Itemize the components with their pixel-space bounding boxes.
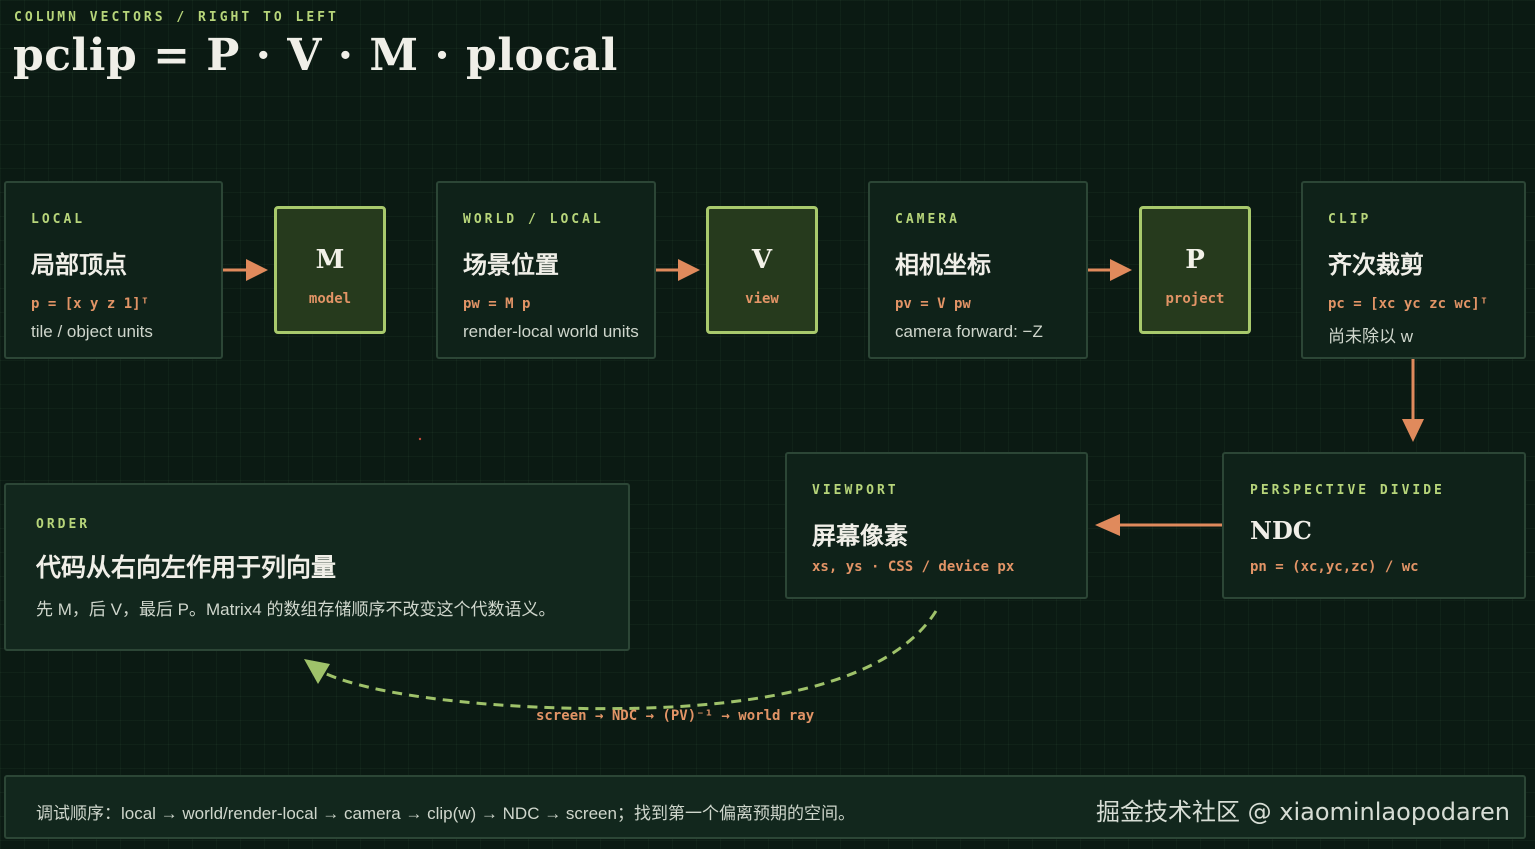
stage-title: 相机坐标 bbox=[895, 250, 991, 279]
stage-card-local: LOCAL 局部顶点 p = [x y z 1]ᵀ tile / object … bbox=[4, 181, 223, 359]
stage-card-viewport: VIEWPORT 屏幕像素 xs, ys · CSS / device px bbox=[785, 452, 1088, 599]
order-kicker: ORDER bbox=[36, 517, 91, 532]
operator-label: project bbox=[1165, 291, 1225, 307]
stage-title: 场景位置 bbox=[463, 250, 559, 279]
order-title: 代码从右向左作用于列向量 bbox=[36, 553, 337, 582]
stage-card-camera: CAMERA 相机坐标 pv = V pw camera forward: −Z bbox=[868, 181, 1088, 359]
stage-formula: xs, ys · CSS / device px bbox=[812, 559, 1015, 575]
diagram-subtitle: COLUMN VECTORS / RIGHT TO LEFT bbox=[14, 10, 339, 25]
stage-card-world: WORLD / LOCAL 场景位置 pw = M p render-local… bbox=[436, 181, 656, 359]
stage-title: 局部顶点 bbox=[31, 250, 127, 279]
stage-kicker: PERSPECTIVE DIVIDE bbox=[1250, 483, 1445, 498]
diagram-title: pclip = P · V · M · plocal bbox=[13, 30, 618, 81]
operator-label: model bbox=[308, 291, 352, 307]
order-note: 先 M，后 V，最后 P。Matrix4 的数组存储顺序不改变这个代数语义。 bbox=[36, 600, 556, 619]
stray-dot bbox=[418, 437, 422, 441]
stage-formula: pv = V pw bbox=[895, 296, 971, 312]
operator-label: view bbox=[745, 291, 779, 307]
stage-note: tile / object units bbox=[31, 322, 153, 341]
stage-kicker: LOCAL bbox=[31, 212, 86, 227]
watermark: 掘金技术社区 @ xiaominlaopodaren bbox=[1095, 798, 1510, 826]
stage-note: 尚未除以 w bbox=[1328, 327, 1413, 346]
stage-formula: pw = M p bbox=[463, 296, 531, 312]
arrow-camera-to-project bbox=[1088, 259, 1132, 281]
operator-letter: P bbox=[1185, 245, 1205, 275]
stage-title: 屏幕像素 bbox=[812, 521, 908, 550]
stage-note: render-local world units bbox=[463, 322, 639, 341]
operator-letter: M bbox=[315, 245, 345, 275]
stage-title: NDC bbox=[1250, 516, 1312, 545]
debug-order-text: 调试顺序：local → world/render-local → camera… bbox=[36, 804, 855, 823]
stage-formula: pc = [xc yc zc wc]ᵀ bbox=[1328, 296, 1489, 312]
stage-title: 齐次裁剪 bbox=[1328, 250, 1424, 279]
arrow-ndc-to-viewport bbox=[1095, 514, 1222, 536]
stage-kicker: CLIP bbox=[1328, 212, 1372, 227]
ray-label: screen → NDC → (PV)⁻¹ → world ray bbox=[536, 708, 815, 724]
operator-view: V view bbox=[706, 206, 818, 334]
stage-note: camera forward: −Z bbox=[895, 322, 1043, 341]
order-card: ORDER 代码从右向左作用于列向量 先 M，后 V，最后 P。Matrix4 … bbox=[4, 483, 630, 651]
arrow-local-to-model bbox=[223, 259, 268, 281]
operator-letter: V bbox=[751, 245, 773, 275]
operator-model: M model bbox=[274, 206, 386, 334]
footer-bar: 调试顺序：local → world/render-local → camera… bbox=[4, 775, 1526, 839]
dashed-ray-curve bbox=[304, 610, 938, 711]
stage-card-ndc: PERSPECTIVE DIVIDE NDC pn = (xc,yc,zc) /… bbox=[1222, 452, 1526, 599]
operator-project: P project bbox=[1139, 206, 1251, 334]
stage-kicker: VIEWPORT bbox=[812, 483, 899, 498]
stage-formula: p = [x y z 1]ᵀ bbox=[31, 296, 150, 312]
stage-kicker: CAMERA bbox=[895, 212, 960, 227]
stage-kicker: WORLD / LOCAL bbox=[463, 212, 604, 227]
stage-formula: pn = (xc,yc,zc) / wc bbox=[1250, 559, 1419, 575]
stage-card-clip: CLIP 齐次裁剪 pc = [xc yc zc wc]ᵀ 尚未除以 w bbox=[1301, 181, 1526, 359]
arrow-clip-to-ndc bbox=[1402, 359, 1424, 442]
arrow-world-to-view bbox=[656, 259, 700, 281]
